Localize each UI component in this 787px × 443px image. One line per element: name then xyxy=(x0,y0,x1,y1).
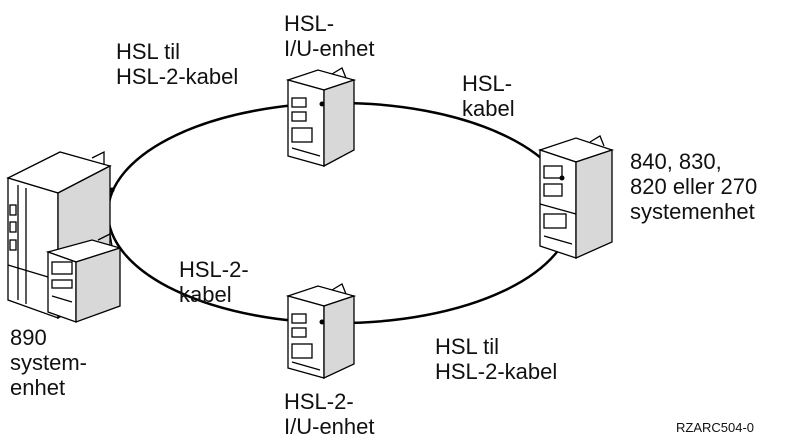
label-line: I/U-enhet xyxy=(284,414,375,439)
label-line: I/U-enhet xyxy=(284,36,375,61)
label-line: HSL- xyxy=(284,11,335,36)
label-line: 840, 830, xyxy=(630,149,722,174)
label-system-unit-890: 890 system- enhet xyxy=(10,325,87,400)
label-line: HSL-2- xyxy=(284,389,354,414)
label-line: system- xyxy=(10,350,87,375)
label-line: HSL-2- xyxy=(179,257,249,282)
label-hsl2-cable: HSL-2- kabel xyxy=(179,257,249,307)
cable-connectors xyxy=(109,101,565,325)
label-hsl-io-unit: HSL- I/U-enhet xyxy=(284,11,375,61)
label-hsl-to-hsl2-cable-top: HSL til HSL-2-kabel xyxy=(116,39,238,89)
system-unit-840-icon xyxy=(537,135,615,260)
label-line: HSL til xyxy=(116,39,180,64)
label-hsl2-io-unit: HSL-2- I/U-enhet xyxy=(284,389,375,439)
label-system-unit-840: 840, 830, 820 eller 270 systemenhet xyxy=(630,149,757,224)
label-line: kabel xyxy=(179,282,232,307)
label-line: 890 xyxy=(10,325,47,350)
label-line: HSL-2-kabel xyxy=(116,64,239,89)
hsl-io-unit-icon xyxy=(285,67,357,168)
label-line: kabel xyxy=(462,96,515,121)
label-line: 820 eller 270 xyxy=(630,174,758,199)
label-line: systemenhet xyxy=(630,199,755,224)
figure-code: RZARC504-0 xyxy=(676,420,755,435)
label-line: HSL- xyxy=(462,71,513,96)
label-hsl-cable: HSL- kabel xyxy=(462,71,515,121)
expansion-unit-890-icon xyxy=(45,233,123,323)
label-hsl-to-hsl2-cable-bottom: HSL til HSL-2-kabel xyxy=(435,334,557,384)
label-line: enhet xyxy=(10,375,66,400)
label-line: HSL-2-kabel xyxy=(435,359,558,384)
label-line: HSL til xyxy=(435,334,499,359)
hsl2-io-unit-icon xyxy=(285,283,357,380)
